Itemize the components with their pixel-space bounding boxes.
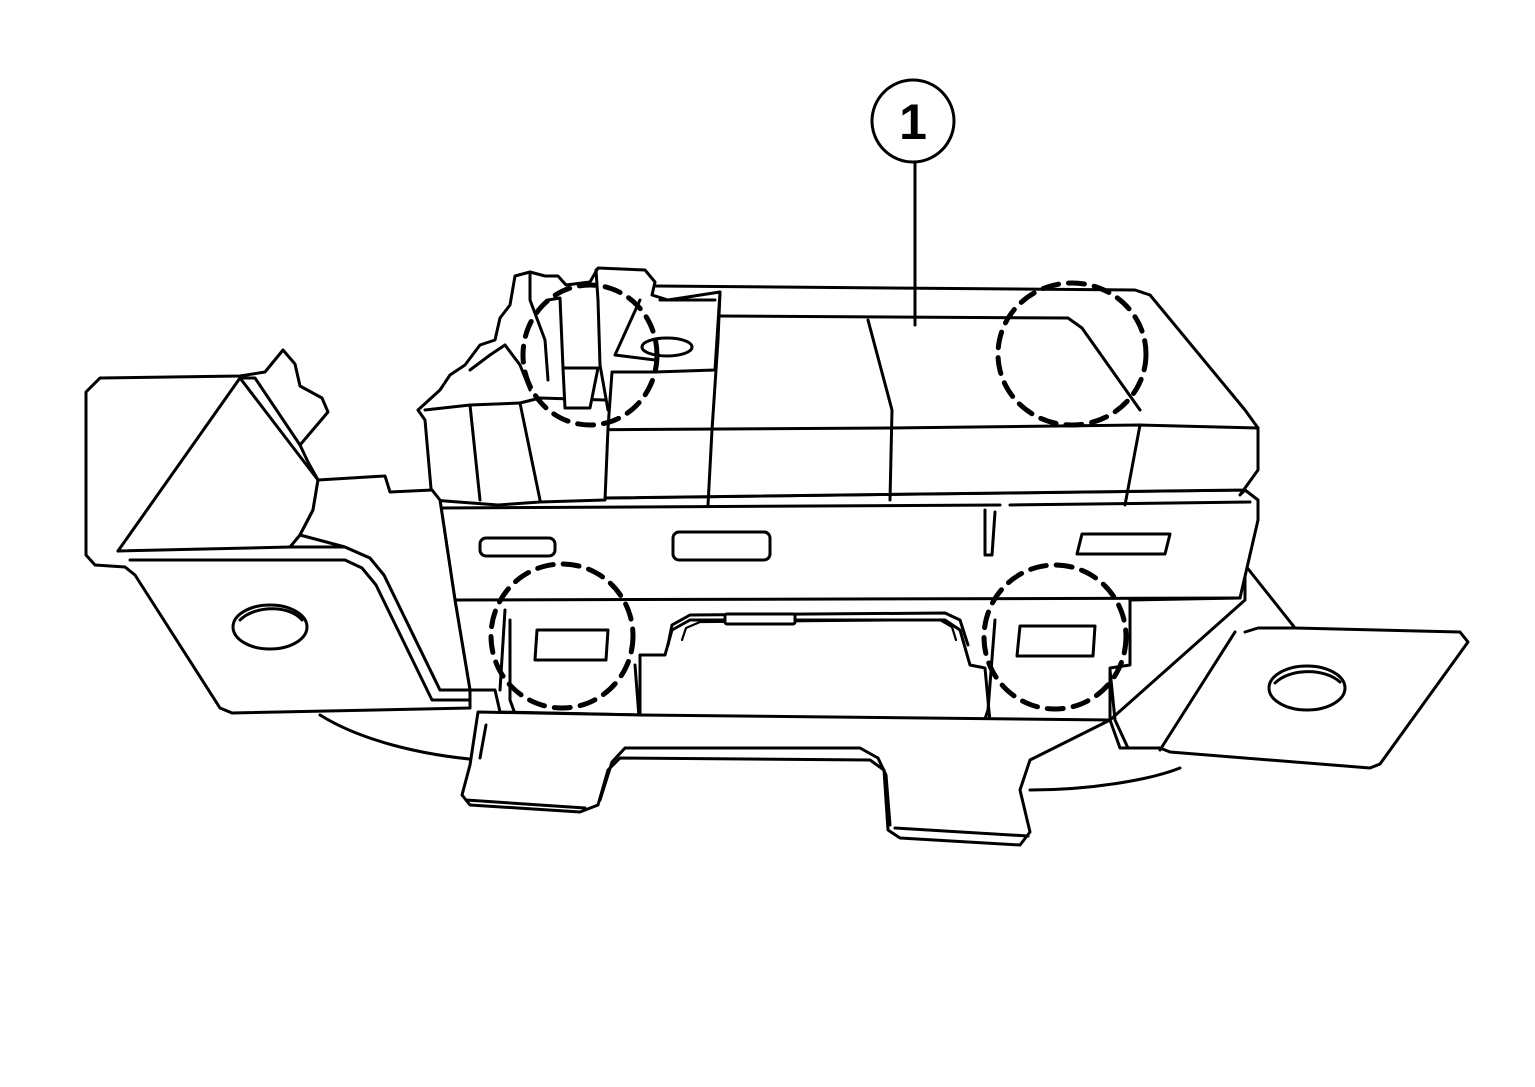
housing-band-bottom <box>453 596 1242 602</box>
bottom-tray <box>460 710 1112 847</box>
right-bracket-fold <box>1243 626 1297 634</box>
left-mounting-hole <box>231 603 309 651</box>
left-bracket-edge <box>238 376 302 447</box>
bottom-tray-lip <box>464 798 1030 838</box>
housing-lower-body <box>438 488 1260 724</box>
rail-clip <box>723 612 797 626</box>
bottom-tray-channel <box>598 746 892 827</box>
clip-window-right <box>1015 624 1097 658</box>
left-bracket <box>84 348 472 715</box>
housing-notch <box>983 508 997 557</box>
left-side-tab <box>298 474 472 692</box>
bottom-tray-inner <box>478 723 488 760</box>
right-bracket <box>1108 563 1470 770</box>
callout-1-label: 1 <box>899 94 927 150</box>
bracket-underside <box>318 713 482 762</box>
upper-block-seg-3 <box>1123 423 1142 507</box>
callout-1-circle <box>870 78 956 164</box>
slot-center <box>671 530 772 562</box>
clip-highlight-bottom-right <box>981 562 1129 712</box>
clip-highlight-top-left <box>520 282 660 428</box>
bracket-underside-right <box>1028 766 1182 792</box>
upper-block-mid-line <box>558 423 1260 432</box>
connector-side-wedge <box>613 298 717 362</box>
slot-left <box>478 536 557 558</box>
housing-band-top <box>438 500 1252 510</box>
callout-1: 1 <box>870 78 956 327</box>
clip-window-left <box>533 628 610 662</box>
right-bracket-inner <box>1158 630 1237 752</box>
upper-block-seg-2 <box>866 318 894 502</box>
clip-leg-right-2 <box>1108 668 1130 750</box>
slot-right <box>1075 532 1172 556</box>
right-mounting-hole <box>1267 664 1347 712</box>
clip-highlight-bottom-left <box>488 561 636 711</box>
connector-latch-arm <box>546 296 610 412</box>
bottom-rail <box>666 611 970 647</box>
connector-pin <box>640 336 694 358</box>
left-bracket-inner-edge <box>128 558 472 702</box>
bottom-rail-inner <box>680 618 958 642</box>
right-hole-inner <box>1273 670 1342 685</box>
left-hole-inner <box>238 607 304 622</box>
clip-highlight-top-right <box>995 280 1149 428</box>
left-bracket-fold <box>116 545 292 553</box>
connector-latch <box>561 366 600 410</box>
upper-block-top-edge <box>718 314 1142 412</box>
